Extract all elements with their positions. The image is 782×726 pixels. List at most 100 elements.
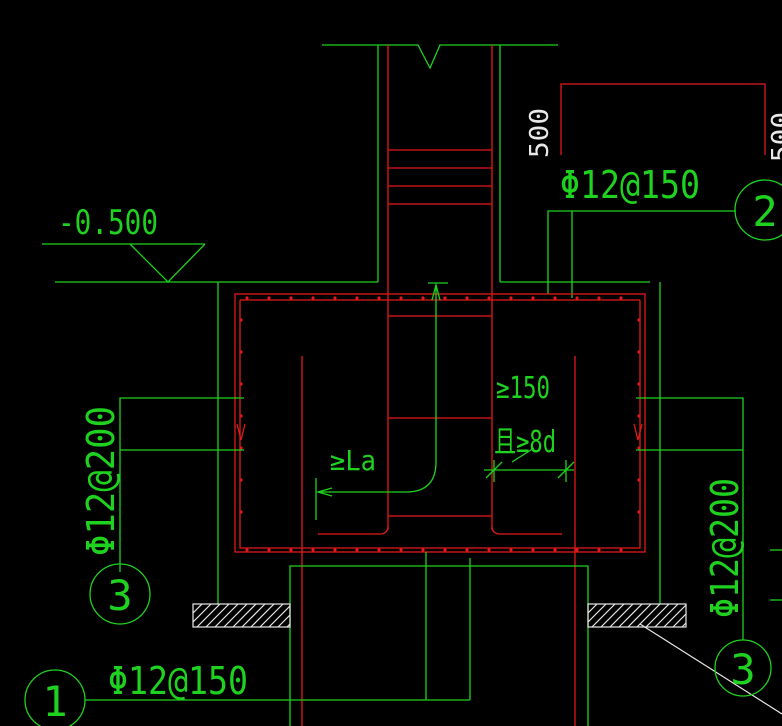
column-rebar: [387, 45, 493, 530]
rebar-dot: [421, 548, 425, 552]
rebar-dot: [637, 510, 641, 514]
hatch-line: [587, 603, 598, 614]
rebar-dot: [637, 478, 641, 482]
hatch-line: [250, 603, 275, 628]
rebar-dot: [597, 296, 601, 300]
hatch-line: [636, 603, 661, 628]
rebar-dot: [267, 296, 271, 300]
rebar-dot: [619, 548, 623, 552]
rebar-top-spec: Φ12@150: [560, 163, 700, 207]
rebar-dot: [575, 296, 579, 300]
pile-anchorage: [301, 356, 576, 726]
rebar-dot: [355, 548, 359, 552]
rebar-dot: [239, 446, 243, 450]
dimension-top-right: 500: [525, 108, 555, 158]
rebar-dot: [377, 296, 381, 300]
rebar-dot: [637, 350, 641, 354]
callout-1-number: 1: [42, 677, 67, 726]
rebar-dot: [311, 296, 315, 300]
anchorage-dimension: ≥La: [315, 282, 448, 520]
callout-3-right-number: 3: [730, 645, 755, 694]
rebar-dot: [443, 296, 447, 300]
rebar-dot: [465, 548, 469, 552]
rebar-dot: [637, 414, 641, 418]
hatch-line: [223, 603, 248, 628]
callout-2-circle: [734, 179, 782, 241]
rebar-dot: [637, 382, 641, 386]
rebar-dot: [597, 548, 601, 552]
hatch-line: [232, 603, 257, 628]
rebar-dot: [239, 510, 243, 514]
callout-2-number: 2: [752, 187, 777, 236]
rebar-bottom-spec: Φ12@150: [108, 659, 248, 703]
rebar-dot: [377, 548, 381, 552]
rebar-dot: [509, 548, 513, 552]
hatch-line: [591, 603, 616, 628]
rebar-right-side-spec: Φ12@200: [703, 478, 747, 618]
hatch-line: [609, 603, 634, 628]
hatch-line: [268, 605, 291, 628]
rebar-dot: [443, 548, 447, 552]
column-outline: [55, 44, 650, 283]
rebar-dot: [239, 478, 243, 482]
rebar-dot: [399, 548, 403, 552]
hatch-line: [192, 603, 212, 623]
rebar-dot: [487, 548, 491, 552]
hatch-line: [618, 603, 643, 628]
rebar-dot: [333, 548, 337, 552]
hatch-line: [681, 622, 687, 628]
hatch-line: [205, 603, 230, 628]
hatch-line: [259, 603, 284, 628]
note-min-150: ≥150: [496, 371, 550, 406]
callout-1: Φ12@150 1: [24, 659, 470, 726]
hatch-line: [600, 603, 625, 628]
callout-3-left-circle: [89, 563, 151, 625]
rebar-dot: [239, 318, 243, 322]
hatch-line: [277, 614, 291, 628]
hatch-line: [672, 613, 687, 628]
upper-right-bracket: 500 500: [525, 83, 782, 162]
bearing-pad-right: [587, 603, 687, 628]
rebar-dot: [245, 296, 249, 300]
hatch-line: [645, 603, 670, 628]
rebar-dot: [289, 296, 293, 300]
rebar-dot: [637, 446, 641, 450]
rebar-dot: [531, 548, 535, 552]
rebar-dot: [637, 318, 641, 322]
rebar-dot: [311, 548, 315, 552]
rebar-dot: [421, 296, 425, 300]
callout-3-right: Φ12@200 3: [703, 478, 782, 697]
rebar-dot: [399, 296, 403, 300]
pile-cap-rebar: [234, 293, 646, 553]
rebar-dot: [239, 382, 243, 386]
note-min-la: ≥La: [330, 444, 376, 477]
hatch-line: [192, 603, 203, 614]
rebar-dot: [239, 414, 243, 418]
hatch-line: [627, 603, 652, 628]
rebar-dot: [553, 548, 557, 552]
rebar-dot: [619, 296, 623, 300]
callout-3-left-number: 3: [107, 571, 132, 620]
rebar-dot: [487, 296, 491, 300]
rebar-dot: [267, 548, 271, 552]
rebar-dot: [355, 296, 359, 300]
cap-outline: [119, 282, 744, 640]
rebar-dot: [531, 296, 535, 300]
hatch-line: [196, 603, 221, 628]
note-min-8d: 且≥8d: [494, 425, 556, 460]
hatch-line: [214, 603, 239, 628]
dimension-right-edge: 500: [767, 112, 782, 162]
pile: [289, 552, 589, 726]
elevation-marker: -0.500: [42, 203, 206, 283]
hatch-line: [286, 623, 291, 628]
hatch-line: [587, 603, 607, 623]
rebar-left-side-spec: Φ12@200: [79, 406, 123, 556]
embedment-dimension: ≥150 且≥8d: [484, 371, 575, 482]
rebar-dot: [465, 296, 469, 300]
elevation-label: -0.500: [58, 203, 158, 243]
rebar-dot: [333, 296, 337, 300]
rebar-dot: [245, 548, 249, 552]
rebar-dot: [289, 548, 293, 552]
callout-2: Φ12@150 2: [547, 163, 782, 298]
